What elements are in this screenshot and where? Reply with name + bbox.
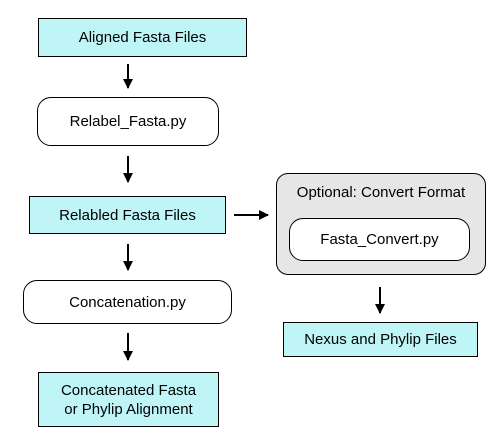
relabel-fasta-script-node: Relabel_Fasta.py	[37, 97, 219, 146]
optional-convert-format-group: Optional: Convert Format Fasta_Convert.p…	[276, 173, 486, 275]
fasta-convert-script-label: Fasta_Convert.py	[320, 231, 439, 248]
aligned-fasta-files-node: Aligned Fasta Files	[38, 18, 247, 57]
concatenation-script-node: Concatenation.py	[23, 280, 232, 324]
relabeled-fasta-files-node: Relabled Fasta Files	[29, 196, 226, 234]
optional-convert-format-title: Optional: Convert Format	[296, 184, 466, 201]
nexus-phylip-files-node: Nexus and Phylip Files	[283, 322, 478, 357]
relabeled-fasta-files-label: Relabled Fasta Files	[59, 206, 196, 224]
nexus-phylip-files-label: Nexus and Phylip Files	[304, 331, 457, 348]
aligned-fasta-files-label: Aligned Fasta Files	[78, 29, 207, 46]
relabel-fasta-script-label: Relabel_Fasta.py	[69, 113, 187, 130]
fasta-convert-script-node: Fasta_Convert.py	[289, 218, 470, 261]
concatenation-script-label: Concatenation.py	[69, 293, 186, 311]
concatenated-output-node: Concatenated Fasta or Phylip Alignment	[38, 372, 219, 427]
concatenated-output-label: Concatenated Fasta or Phylip Alignment	[60, 381, 197, 418]
